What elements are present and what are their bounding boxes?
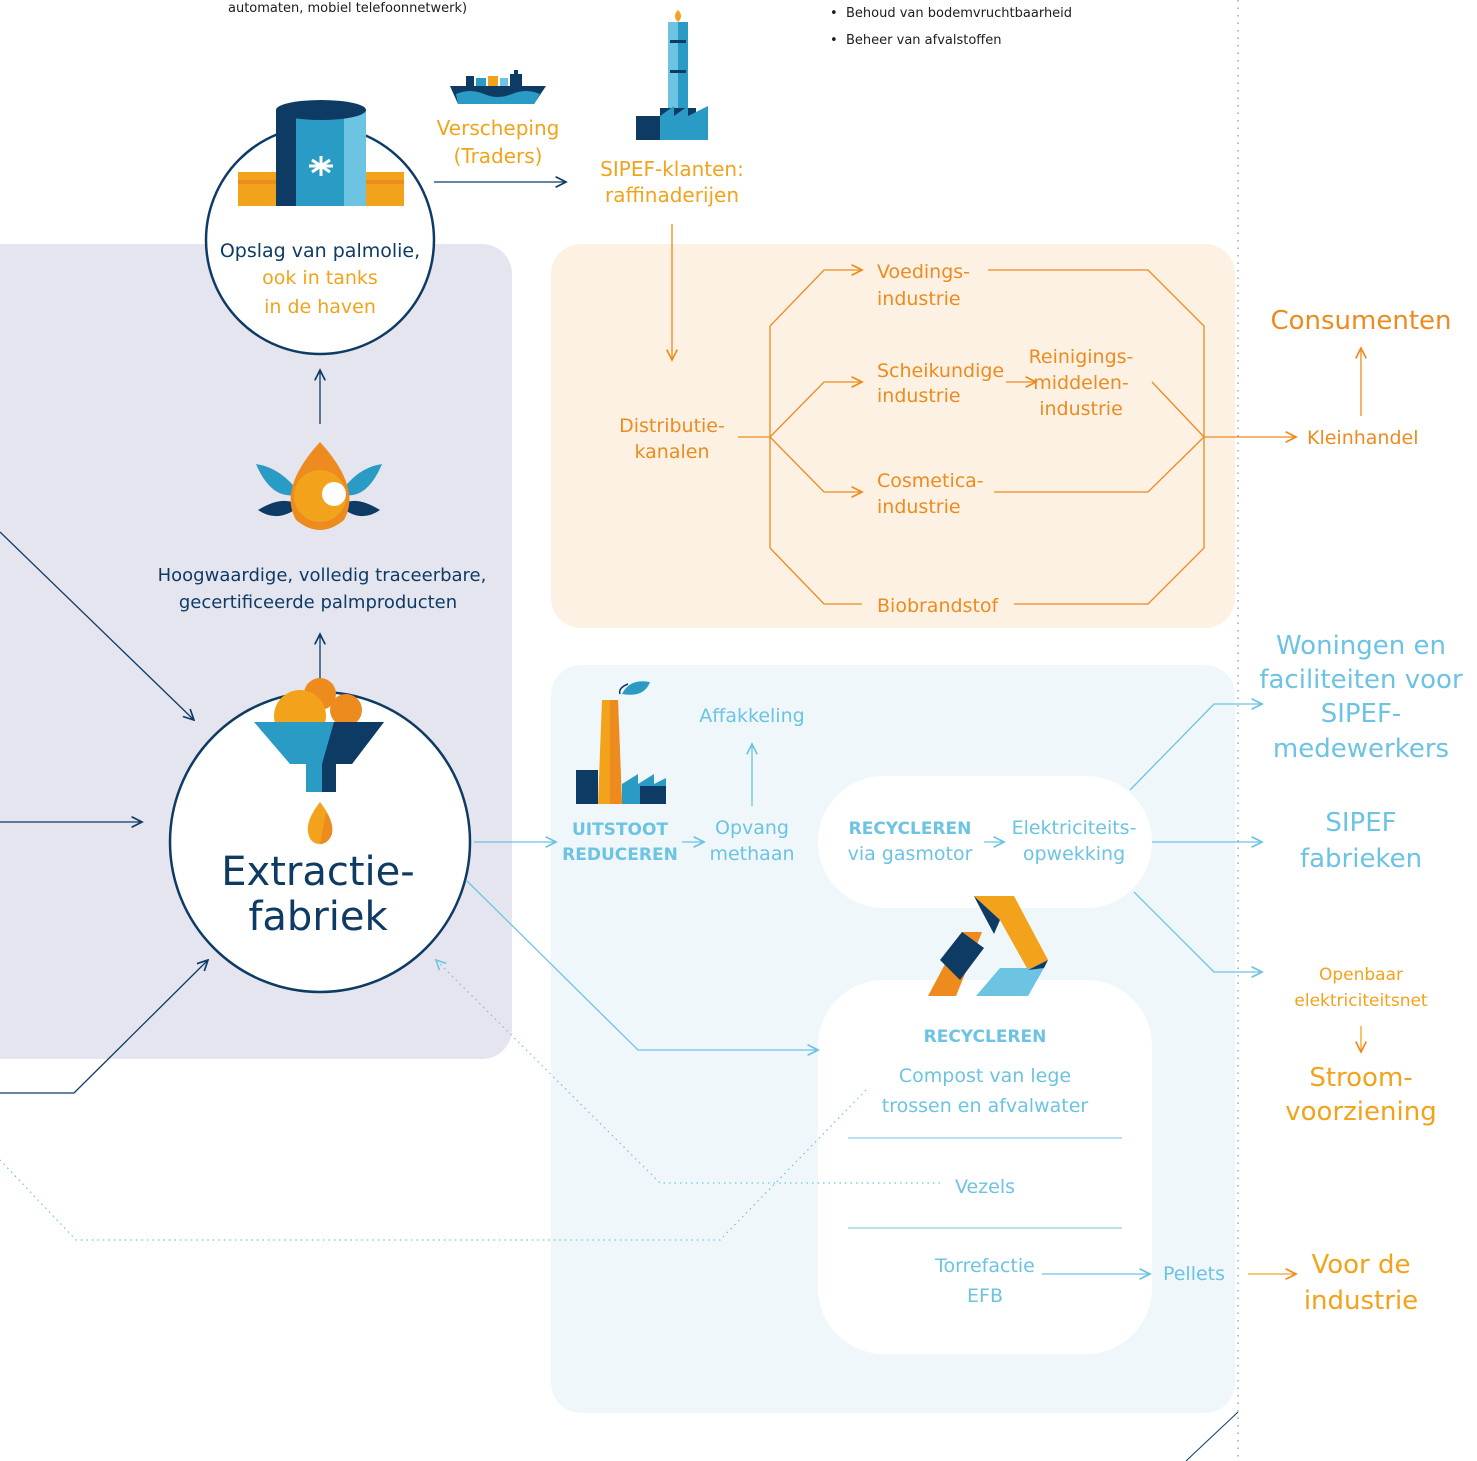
biofuel-label: Biobrandstof [877,595,1000,617]
supply-label-1: Stroom- [1309,1063,1412,1093]
bullet-2: • [830,33,838,48]
consumers-label: Consumenten [1270,306,1451,336]
capture-methane-2: methaan [709,843,794,865]
grid-label-1: Openbaar [1319,965,1403,985]
distribution-lines [738,270,1361,605]
pellets-label: Pellets [1163,1263,1225,1285]
compost-label-1: Compost van lege [899,1065,1071,1087]
detergent-industry-2: middelen- [1033,372,1128,394]
refinery-icon [636,10,708,140]
factories-label-1: SIPEF [1325,808,1396,838]
cosmetics-industry-1: Cosmetica- [877,470,984,492]
factories-label-2: fabrieken [1300,844,1422,874]
fibres-label: Vezels [955,1176,1015,1198]
recycle-gas-sub: via gasmotor [848,843,973,865]
emission-lines [465,704,1262,1274]
food-industry-2: industrie [877,288,961,310]
distribution-label-1: Distributie- [619,415,725,437]
capture-methane-1: Opvang [715,817,789,839]
dotted-fibres-return [436,960,940,1184]
industry-label-1: Voor de [1311,1250,1410,1280]
arrow-left-bottom [0,960,208,1094]
supply-label-2: voorziening [1285,1097,1436,1127]
funnel-fruit-icon [254,678,384,844]
shipping-label-2: (Traders) [453,144,542,168]
chemical-industry-2: industrie [877,385,961,407]
bullet-text-2: Beheer van afvalstoffen [846,33,1002,48]
products-label-2: gecertificeerde palmproducten [179,592,457,613]
emission-factory-icon [576,681,666,804]
food-industry-1: Voedings- [877,261,970,283]
detergent-industry-1: Reinigings- [1029,346,1134,368]
mill-title-1: Extractie- [221,849,414,895]
reduce-emissions-1: UITSTOOT [572,820,668,840]
clients-label-2: raffinaderijen [605,183,739,207]
clients-label-1: SIPEF-klanten: [600,157,744,181]
housing-label-2: faciliteiten voor [1259,665,1463,695]
torrefaction-label-2: EFB [967,1285,1003,1307]
storage-label-2: ook in tanks [262,267,378,289]
storage-label-3: in de haven [264,296,376,318]
flaring-label: Affakkeling [699,705,804,727]
distribution-label-2: kanalen [634,441,709,463]
housing-label-4: medewerkers [1273,734,1449,764]
recycle-gas-title: RECYCLEREN [849,819,972,839]
recycling-triangle-icon [928,896,1048,996]
palm-oil-drop-icon [256,442,382,530]
housing-label-1: Woningen en [1276,631,1446,661]
reduce-emissions-2: REDUCEREN [562,845,678,865]
recycling-box [818,980,1152,1354]
top-note-partial: automaten, mobiel telefoonnetwerk) [228,1,467,16]
bullet-1: • [830,6,838,21]
grid-label-2: elektriciteitsnet [1294,991,1428,1011]
industry-label-2: industrie [1304,1286,1418,1316]
shipping-label-1: Verscheping [437,116,560,140]
power-generation-1: Elektriciteits- [1012,817,1137,839]
dotted-compost-return [0,1089,867,1241]
arrow-left-diagonal [0,531,194,720]
torrefaction-label-1: Torrefactie [934,1255,1035,1277]
products-label-1: Hoogwaardige, volledig traceerbare, [158,565,487,586]
storage-label-1: Opslag van palmolie, [220,240,420,262]
distribution-panel [551,244,1235,628]
ship-icon [450,70,546,104]
cosmetics-industry-2: industrie [877,496,961,518]
detergent-industry-3: industrie [1039,398,1123,420]
retail-label: Kleinhandel [1307,427,1419,449]
mill-title-2: fabriek [248,894,388,940]
recycling-title: RECYCLEREN [924,1027,1047,1047]
power-generation-2: opwekking [1023,843,1125,865]
compost-label-2: trossen en afvalwater [882,1095,1089,1117]
chemical-industry-1: Scheikundige [877,360,1004,382]
bullet-text-1: Behoud van bodemvruchtbaarheid [846,6,1072,21]
housing-label-3: SIPEF- [1321,699,1402,729]
bottom-diagonal-line [1185,1411,1239,1461]
storage-tank-icon [238,100,404,206]
